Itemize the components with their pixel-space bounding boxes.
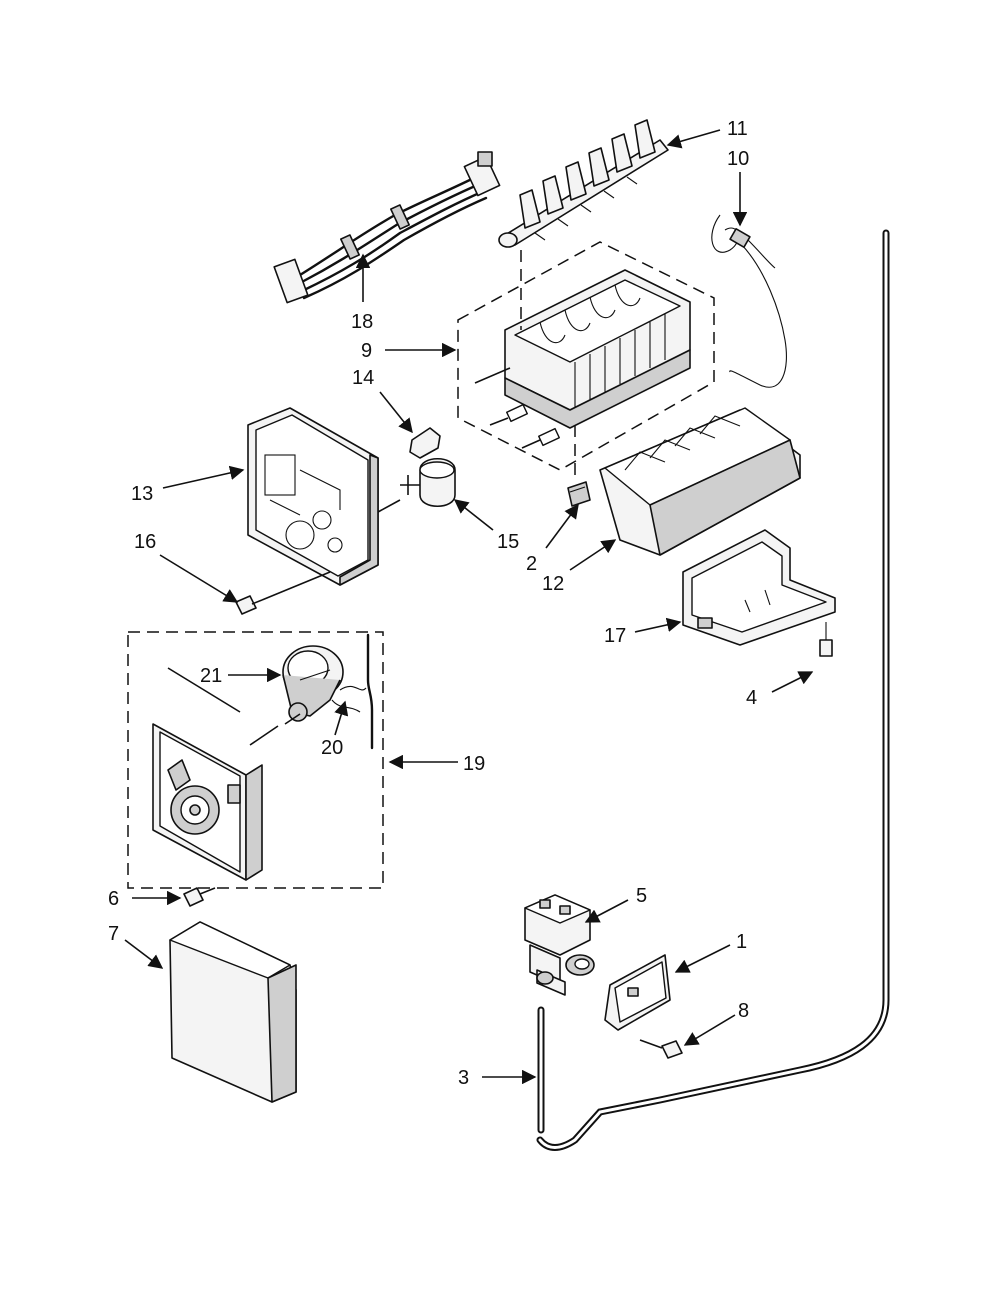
part-motor-cylinder [400, 458, 456, 507]
callout-12: 12 [542, 573, 564, 595]
callout-13: 13 [131, 483, 153, 505]
part-stripper [599, 407, 801, 556]
leader-16 [159, 554, 239, 603]
callout-21: 21 [200, 665, 222, 687]
part-wire-lead [331, 633, 374, 750]
leader-20 [334, 700, 349, 736]
leader-13 [162, 465, 245, 489]
callout-19: 19 [463, 753, 485, 775]
callout-5: 5 [636, 885, 647, 907]
callout-7: 7 [108, 923, 119, 945]
assembly-boundary-mold [457, 241, 715, 471]
leader-11 [666, 129, 721, 149]
leader-12 [569, 539, 617, 571]
callout-10: 10 [727, 148, 749, 170]
part-control-housing [247, 407, 401, 586]
callout-20: 20 [321, 737, 343, 759]
leader-lines [124, 129, 814, 1085]
leader-7 [124, 939, 164, 969]
callout-15: 15 [497, 531, 519, 553]
leader-15 [453, 499, 494, 531]
part-thermostat [711, 214, 787, 388]
callout-16: 16 [134, 531, 156, 553]
part-ice-mold [474, 269, 691, 449]
part-screw-8 [639, 1039, 683, 1059]
callout-14: 14 [352, 367, 374, 389]
part-ejector [498, 119, 669, 248]
callout-4: 4 [746, 687, 757, 709]
part-drive-motor [282, 645, 344, 722]
callout-11: 11 [727, 118, 748, 140]
callout-17: 17 [604, 625, 626, 647]
callout-labels: 11 10 18 9 14 13 15 16 2 12 17 21 4 20 1… [108, 118, 757, 1089]
part-wire-harness [273, 151, 501, 304]
part-screw-6 [183, 887, 216, 907]
leader-5 [584, 899, 629, 923]
part-small-clip [409, 427, 441, 459]
part-screw-4 [819, 622, 833, 657]
part-water-valve [524, 894, 595, 996]
part-motor-plate [152, 667, 301, 881]
part-front-cover [169, 921, 297, 1103]
leader-8 [683, 1014, 736, 1046]
leader-17 [634, 617, 682, 633]
callout-3: 3 [458, 1067, 469, 1089]
callout-2: 2 [526, 553, 537, 575]
leader-14 [379, 391, 413, 434]
part-valve-bracket [604, 954, 671, 1031]
callout-1: 1 [736, 931, 747, 953]
callout-9: 9 [361, 340, 372, 362]
leader-2 [545, 503, 579, 549]
callout-18: 18 [351, 311, 373, 333]
callout-6: 6 [108, 888, 119, 910]
callout-8: 8 [738, 1000, 749, 1022]
part-bin-bracket [682, 529, 836, 646]
part-clip [567, 481, 591, 507]
leader-1 [674, 944, 731, 973]
part-fill-tube [536, 229, 890, 1151]
part-screw-16 [235, 571, 331, 615]
leader-4 [771, 671, 814, 693]
